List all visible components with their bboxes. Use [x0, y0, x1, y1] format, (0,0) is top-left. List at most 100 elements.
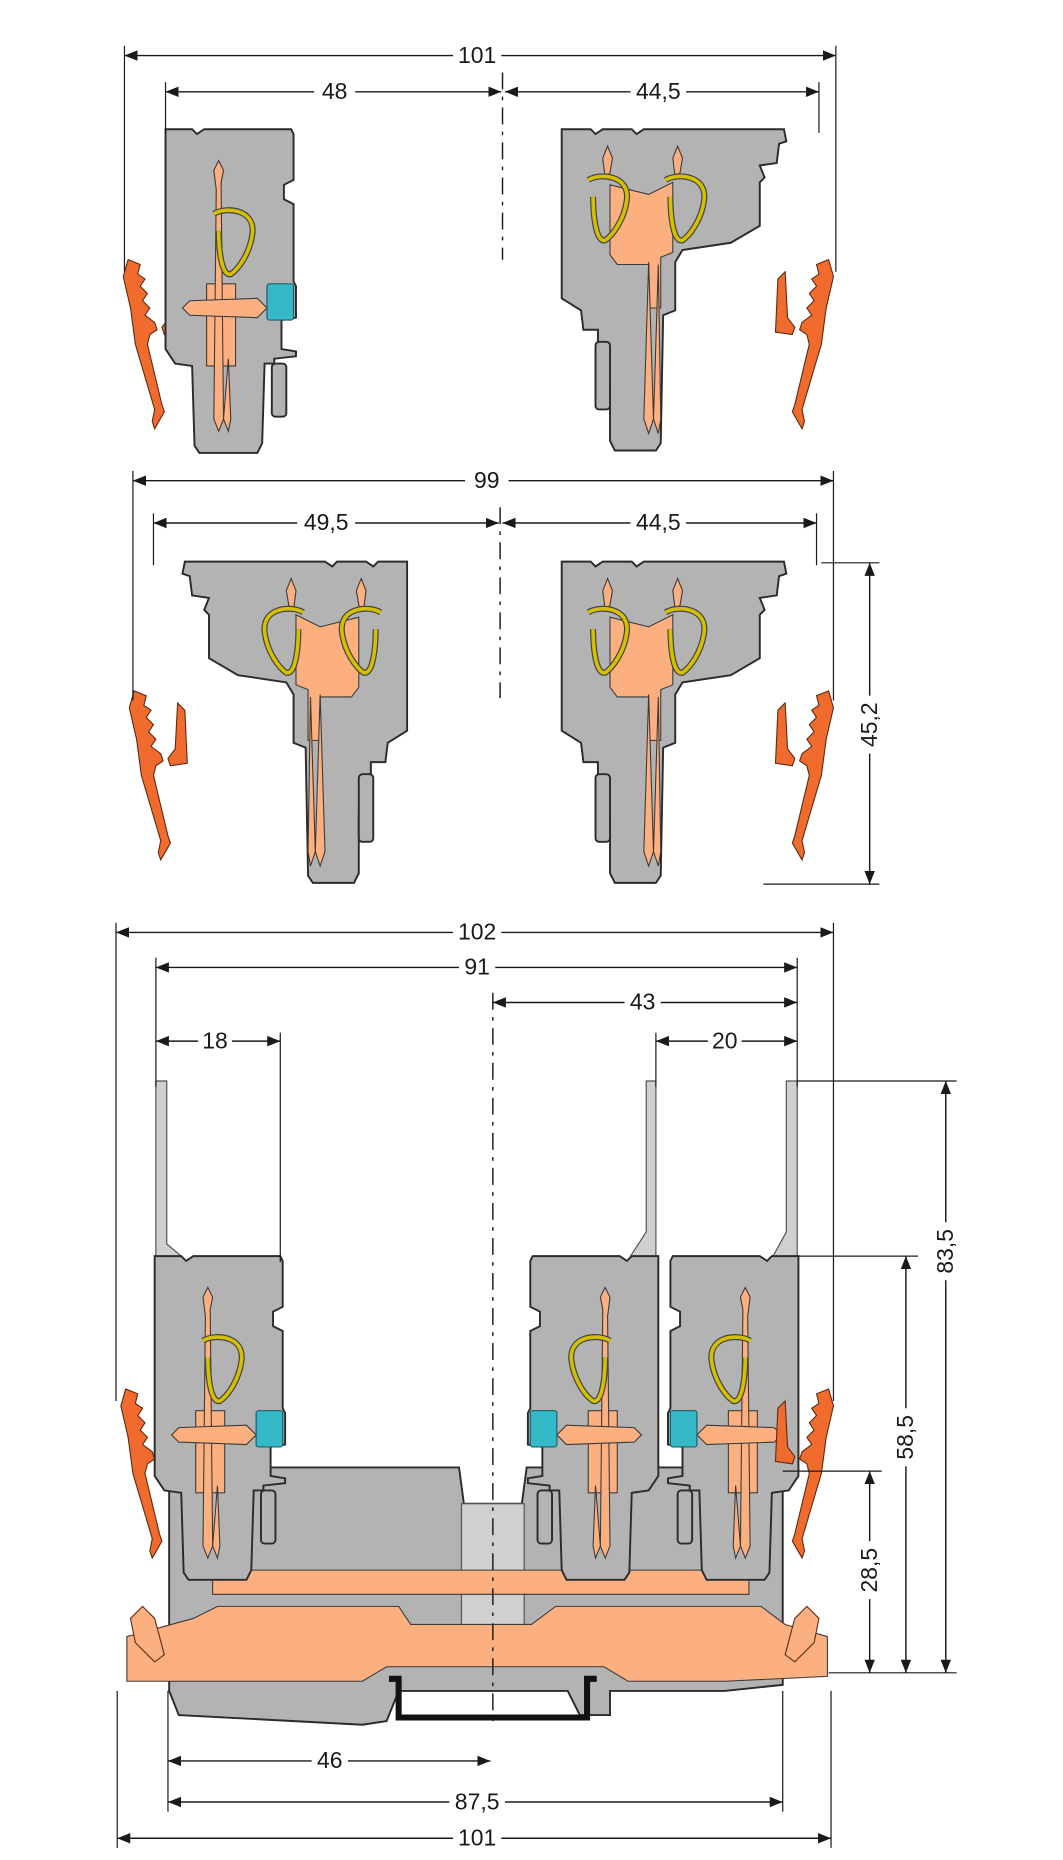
- coding-pin: [357, 773, 375, 843]
- dim-left-view1: 48: [165, 77, 502, 107]
- test-plug-stem: [155, 1080, 183, 1257]
- contact-pin: [732, 1485, 741, 1560]
- view2-left-module: [181, 560, 409, 884]
- dim-height-base-view3: 28,5: [855, 1471, 885, 1673]
- clamping-spring: [587, 606, 629, 675]
- clamping-spring: [569, 1335, 611, 1403]
- test-socket: [181, 297, 268, 319]
- dim-label: 45,2: [856, 702, 882, 747]
- coding-pin: [594, 340, 611, 411]
- test-plug-stem: [772, 1080, 798, 1257]
- contact-pin: [307, 696, 316, 867]
- lever-arm: [791, 258, 835, 431]
- coding-pin: [536, 1489, 553, 1545]
- dim-label: 46: [317, 1747, 343, 1773]
- dim-overall-view1: 101: [124, 41, 836, 71]
- dim-label: 18: [202, 1027, 228, 1053]
- foot-latch-right: [784, 1605, 820, 1663]
- contact-pin: [643, 694, 655, 868]
- view3-right-module: [667, 1255, 800, 1581]
- release-lever: [774, 690, 835, 862]
- clamping-spring: [212, 208, 255, 276]
- view3-left-module: [153, 1255, 287, 1581]
- view2-right-module: [560, 560, 788, 884]
- release-button: [255, 1410, 284, 1448]
- dim-label: 43: [630, 989, 656, 1015]
- lever-arm: [791, 1388, 835, 1560]
- contact-tip: [602, 144, 613, 179]
- dim-label: 28,5: [856, 1548, 882, 1593]
- lever-arm: [122, 258, 165, 431]
- coding-pin: [259, 1489, 277, 1545]
- dim-bottom-overall-view3: 101: [117, 1823, 832, 1853]
- clamping-spring: [202, 1335, 244, 1403]
- components: [120, 128, 835, 1726]
- clamping-spring: [664, 606, 707, 675]
- lever-arm: [791, 690, 835, 862]
- contact-pin: [202, 1286, 214, 1560]
- contact-pin: [212, 1485, 221, 1560]
- dimensions: 101 48 44,5 99 49,5: [115, 41, 961, 1853]
- dim-label: 49,5: [304, 509, 349, 535]
- lever-arm: [120, 1388, 163, 1560]
- contact-pin: [599, 1286, 611, 1560]
- contact-pin: [652, 696, 662, 867]
- bus-bar: [212, 1569, 750, 1595]
- dim-left-view2: 49,5: [153, 508, 499, 538]
- dim-label: 101: [458, 1825, 496, 1851]
- contact-pin: [643, 262, 655, 436]
- dim-label: 83,5: [932, 1229, 958, 1274]
- clamping-spring: [664, 174, 707, 243]
- release-lever: [774, 1388, 835, 1560]
- test-socket: [556, 1424, 643, 1446]
- dim-bottom-half-view3: 46: [167, 1746, 491, 1776]
- coding-pin: [594, 773, 611, 843]
- dim-height-total-view3: 83,5: [931, 1080, 961, 1673]
- contact-pin: [213, 159, 225, 433]
- test-socket: [696, 1424, 783, 1446]
- dim-label: 87,5: [455, 1788, 500, 1814]
- contact-pin: [592, 1485, 601, 1560]
- dim-right-module-view3: 20: [655, 1026, 798, 1056]
- lever-latch: [774, 1399, 796, 1465]
- lever-latch: [774, 270, 796, 336]
- contact-pin: [652, 264, 662, 434]
- contact-pin: [739, 1286, 751, 1560]
- dim-label: 58,5: [892, 1415, 918, 1460]
- lever-latch: [774, 701, 796, 767]
- dim-label: 48: [322, 78, 348, 104]
- dim-right-half-view3: 43: [492, 987, 798, 1017]
- coding-pin: [270, 362, 288, 418]
- dim-height-module-view3: 58,5: [891, 1256, 921, 1673]
- view1-left-module: [164, 128, 297, 454]
- test-socket: [170, 1424, 257, 1446]
- coding-pin: [676, 1489, 694, 1545]
- dim-overall-view2: 99: [132, 466, 834, 496]
- clamping-spring: [587, 174, 629, 243]
- contact-tip: [602, 577, 613, 612]
- release-lever: [774, 258, 835, 431]
- dim-label: 20: [712, 1027, 738, 1053]
- dim-label: 44,5: [636, 78, 681, 104]
- dim-label: 44,5: [636, 509, 681, 535]
- lever-latch: [167, 701, 188, 767]
- dim-left-module-view3: 18: [155, 1026, 281, 1056]
- foot-latch-left: [129, 1605, 165, 1663]
- dim-right-view2: 44,5: [502, 508, 817, 538]
- clamping-spring: [262, 606, 305, 675]
- dim-height-view2: 45,2: [855, 562, 885, 885]
- clamping-spring: [340, 606, 382, 675]
- release-button: [529, 1410, 558, 1448]
- view3-center-module: [526, 1255, 660, 1581]
- dim-right-view1: 44,5: [504, 77, 819, 107]
- release-button: [669, 1410, 698, 1448]
- clamping-spring: [709, 1335, 752, 1403]
- test-plug-stem: [629, 1080, 657, 1257]
- dim-label: 99: [474, 467, 500, 493]
- dim-label: 101: [458, 42, 496, 68]
- view1-right-module: [560, 128, 788, 452]
- contact-tip: [355, 577, 367, 612]
- dim-top-overall-view3: 102: [116, 917, 834, 947]
